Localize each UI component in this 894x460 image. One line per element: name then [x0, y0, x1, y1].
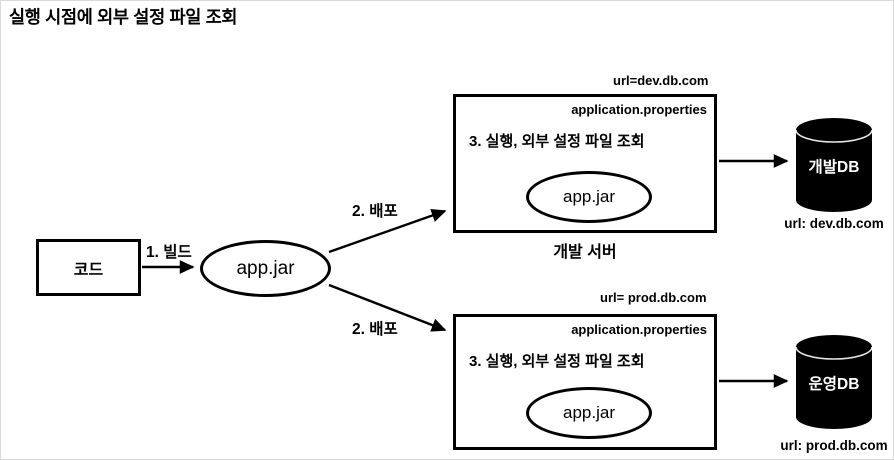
dev-database-label: 개발DB: [808, 159, 860, 176]
dev-server-caption: 개발 서버: [553, 244, 617, 261]
dev-server-url-label: url=dev.db.com: [613, 73, 709, 88]
dev-app-jar: app.jar: [526, 171, 652, 223]
dev-server-box: application.properties 3. 실행, 외부 설정 파일 조…: [453, 94, 717, 233]
dev-step-label: 3. 실행, 외부 설정 파일 조회: [469, 133, 645, 150]
dev-properties-file-label: application.properties: [571, 102, 707, 117]
database-cylinder-icon: [795, 118, 873, 212]
app-jar-artifact: app.jar: [200, 240, 331, 297]
prod-database: 운영DB: [795, 334, 873, 430]
prod-database-url-label: url: prod.db.com: [780, 438, 888, 453]
code-box-label: 코드: [73, 261, 104, 279]
dev-database-url-label: url: dev.db.com: [784, 216, 884, 231]
database-cylinder-icon: [795, 335, 873, 429]
prod-step-label: 3. 실행, 외부 설정 파일 조회: [469, 353, 645, 370]
deploy-arrow-label-bottom: 2. 배포: [352, 321, 398, 338]
prod-app-jar-label: app.jar: [563, 403, 615, 422]
diagram-title: 실행 시점에 외부 설정 파일 조회: [9, 7, 238, 27]
prod-server-url-label: url= prod.db.com: [600, 290, 707, 305]
dev-database: 개발DB: [795, 117, 873, 213]
code-box: 코드: [36, 239, 141, 296]
prod-app-jar: app.jar: [526, 387, 652, 439]
prod-properties-file-label: application.properties: [571, 322, 707, 337]
build-arrow-label: 1. 빌드: [146, 244, 192, 261]
app-jar-artifact-label: app.jar: [236, 257, 295, 279]
deploy-arrow-label-top: 2. 배포: [352, 203, 398, 220]
dev-app-jar-label: app.jar: [563, 187, 615, 206]
prod-server-box: application.properties 3. 실행, 외부 설정 파일 조…: [453, 314, 717, 450]
prod-database-label: 운영DB: [808, 376, 860, 393]
